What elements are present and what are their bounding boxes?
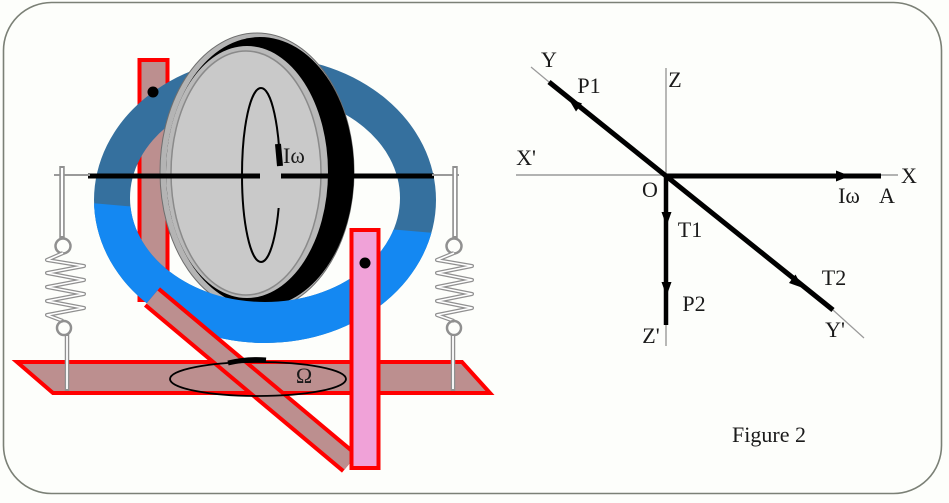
y-prime-thin-line [832, 309, 865, 339]
precession-arrowhead [227, 357, 267, 366]
label-origin: O [642, 177, 658, 202]
label-t2: T2 [822, 265, 846, 290]
label-x: X [901, 163, 917, 188]
figure-border [2, 1, 943, 495]
p1-arrowhead [568, 98, 582, 112]
label-p2: P2 [682, 291, 705, 316]
axes-diagram: Y P1 Z X' O X Iω A T1 P2 Z' T2 Y' [516, 47, 917, 348]
p2-arrowhead [661, 282, 672, 296]
spring-right-hook-top [445, 237, 463, 255]
y-axis-thin-line [530, 66, 550, 83]
spring-left-coil-fill [46, 252, 85, 322]
gimbal-post-front [349, 228, 381, 470]
gyroscope-illustration: Iω Ω [11, 32, 495, 473]
label-t1: T1 [678, 217, 702, 242]
spring-right-hook-bottom [445, 319, 463, 337]
label-y: Y [541, 47, 557, 72]
spring-left [45, 166, 86, 391]
pivot-dot-front [359, 257, 371, 269]
spring-left-hook-top [54, 237, 72, 255]
label-i-omega: Iω [838, 183, 860, 208]
support-arm [146, 290, 356, 470]
label-z: Z [668, 67, 681, 92]
label-a: A [879, 183, 895, 208]
disk-face [170, 50, 322, 296]
figure-caption: Figure 2 [732, 422, 806, 447]
t1-arrowhead [661, 212, 672, 226]
label-x-prime: X' [516, 145, 536, 170]
spring-right [435, 166, 474, 391]
label-p1: P1 [577, 73, 600, 98]
spring-left-hook-bottom [55, 319, 73, 337]
label-y-prime: Y' [825, 317, 845, 342]
y-yprime-vector [547, 80, 835, 312]
pivot-dot-rear [147, 86, 159, 98]
precession-label: Ω [296, 363, 312, 388]
t2-arrowhead [789, 274, 803, 288]
spring-right-coil-fill [436, 252, 473, 322]
spin-label: Iω [283, 143, 305, 168]
spin-arrowhead [275, 143, 283, 167]
label-z-prime: Z' [642, 323, 659, 348]
i-omega-arrowhead [836, 170, 850, 182]
